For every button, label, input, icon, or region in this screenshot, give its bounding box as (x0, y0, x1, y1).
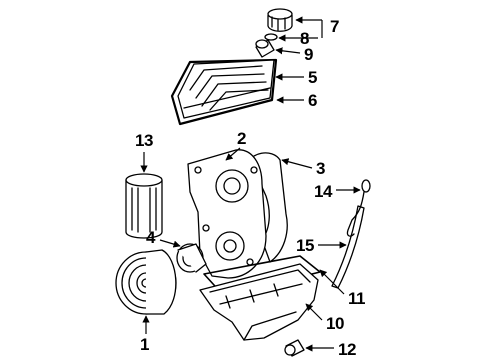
leader-10 (305, 303, 323, 321)
leader-3 (281, 158, 313, 169)
callout-10: 10 (326, 314, 344, 333)
oil-dipstick (346, 179, 371, 237)
leader-4 (159, 239, 181, 248)
oil-filter (125, 173, 163, 239)
timing-cover (187, 149, 267, 279)
leader-9 (275, 47, 301, 55)
callout-2: 2 (237, 129, 246, 148)
dipstick-tube (331, 205, 365, 289)
oil-filler-cap (267, 8, 293, 32)
callout-6: 6 (308, 91, 317, 110)
cap-o-ring (264, 33, 278, 41)
callout-11: 11 (348, 289, 365, 308)
callout-12: 12 (338, 340, 356, 359)
callout-5: 5 (308, 68, 317, 87)
breather-tube (255, 39, 275, 58)
leader-2 (225, 147, 241, 161)
valve-cover-gasket (170, 58, 278, 126)
valve-cover (177, 59, 275, 119)
callout-3: 3 (316, 159, 325, 178)
drain-plug (284, 339, 305, 357)
harmonic-balancer (115, 249, 177, 315)
callout-4: 4 (146, 228, 155, 247)
oil-pan (199, 263, 319, 341)
timing-cover-gasket (245, 152, 288, 263)
callout-8: 8 (300, 29, 309, 48)
leader-11 (319, 269, 345, 295)
callout-1: 1 (140, 335, 149, 354)
callout-15: 15 (296, 236, 314, 255)
callout-14: 14 (314, 182, 332, 201)
crankshaft-seal (176, 243, 207, 273)
callout-13: 13 (135, 131, 153, 150)
callout-9: 9 (304, 45, 313, 64)
callout-7: 7 (330, 17, 339, 36)
